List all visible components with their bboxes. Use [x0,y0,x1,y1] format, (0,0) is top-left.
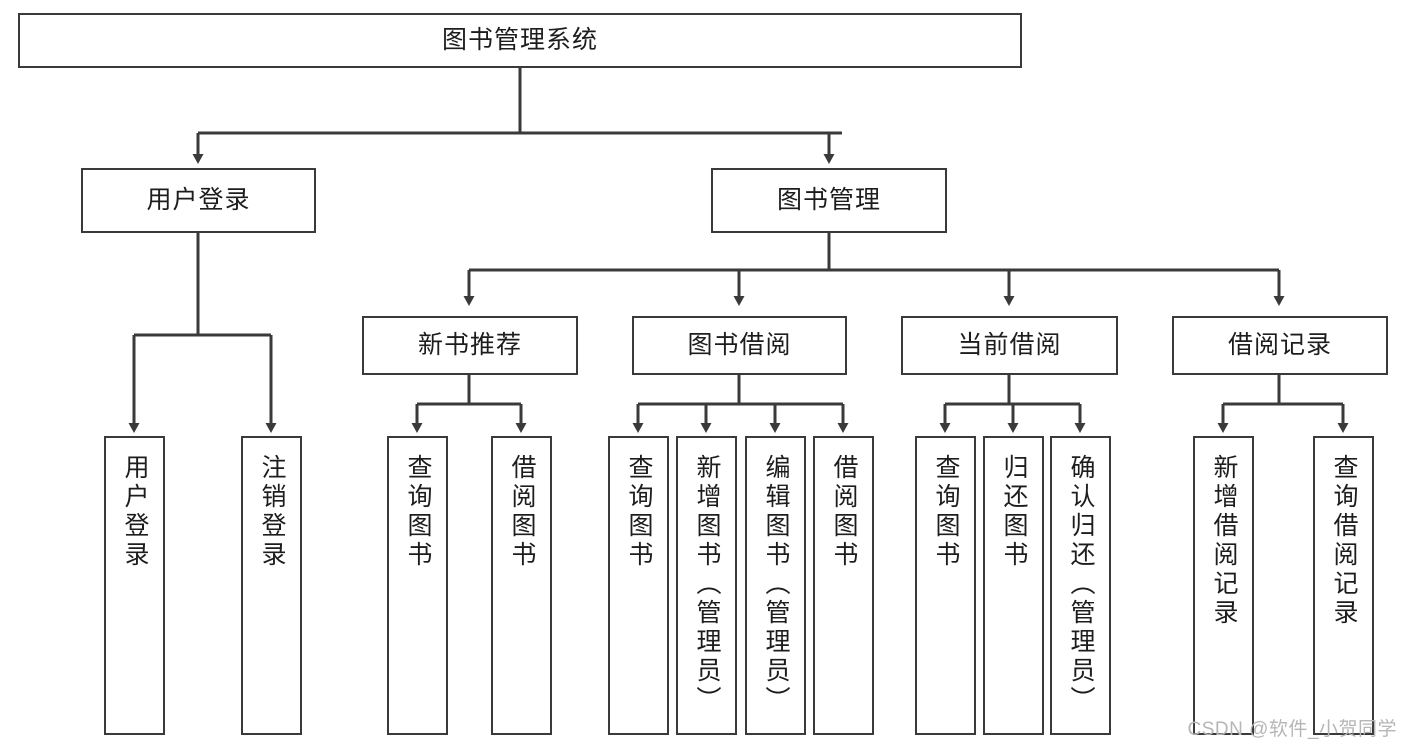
leaf-borrow-add-book-admin[interactable]: 新增图书（管理员） [676,436,737,735]
node-label: 归还图书 [1000,454,1028,570]
node-user-login[interactable]: 用户登录 [81,168,316,233]
node-label: 借阅图书 [830,454,858,570]
node-label: 新增借阅记录 [1210,454,1238,628]
node-label: 当前借阅 [957,330,1062,359]
node-label: 查询图书 [404,454,432,570]
leaf-record-query-record[interactable]: 查询借阅记录 [1313,436,1374,735]
leaf-recommend-borrow-book[interactable]: 借阅图书 [491,436,552,735]
node-label: 图书管理系统 [441,25,598,54]
node-current-borrow[interactable]: 当前借阅 [901,316,1118,375]
leaf-current-query-book[interactable]: 查询图书 [915,436,976,735]
leaf-borrow-query-book[interactable]: 查询图书 [608,436,669,735]
leaf-user-login[interactable]: 用户登录 [104,436,165,735]
leaf-borrow-edit-book-admin[interactable]: 编辑图书（管理员） [745,436,806,735]
watermark-text: CSDN @软件_小贺同学 [1187,719,1397,740]
node-label: 注销登录 [258,454,286,570]
node-root-system[interactable]: 图书管理系统 [18,13,1022,68]
node-label: 查询图书 [625,454,653,570]
node-label: 新书推荐 [417,330,522,359]
node-label: 图书借阅 [687,330,792,359]
node-book-management[interactable]: 图书管理 [711,168,947,233]
node-label: 借阅记录 [1227,330,1332,359]
leaf-current-return-book[interactable]: 归还图书 [983,436,1044,735]
node-label: 新增图书（管理员） [693,454,721,715]
leaf-record-add-record[interactable]: 新增借阅记录 [1193,436,1254,735]
node-book-borrow[interactable]: 图书借阅 [632,316,847,375]
node-label: 用户登录 [121,454,149,570]
node-label: 查询借阅记录 [1330,454,1358,628]
node-label: 确认归还（管理员） [1067,454,1095,715]
node-label: 图书管理 [776,185,881,214]
leaf-current-confirm-return-admin[interactable]: 确认归还（管理员） [1050,436,1111,735]
node-borrow-record[interactable]: 借阅记录 [1172,316,1388,375]
node-label: 编辑图书（管理员） [762,454,790,715]
leaf-user-logout[interactable]: 注销登录 [241,436,302,735]
node-new-book-recommend[interactable]: 新书推荐 [362,316,578,375]
leaf-borrow-borrow-book[interactable]: 借阅图书 [813,436,874,735]
leaf-recommend-query-book[interactable]: 查询图书 [387,436,448,735]
node-label: 用户登录 [146,185,251,214]
node-label: 借阅图书 [508,454,536,570]
node-label: 查询图书 [932,454,960,570]
